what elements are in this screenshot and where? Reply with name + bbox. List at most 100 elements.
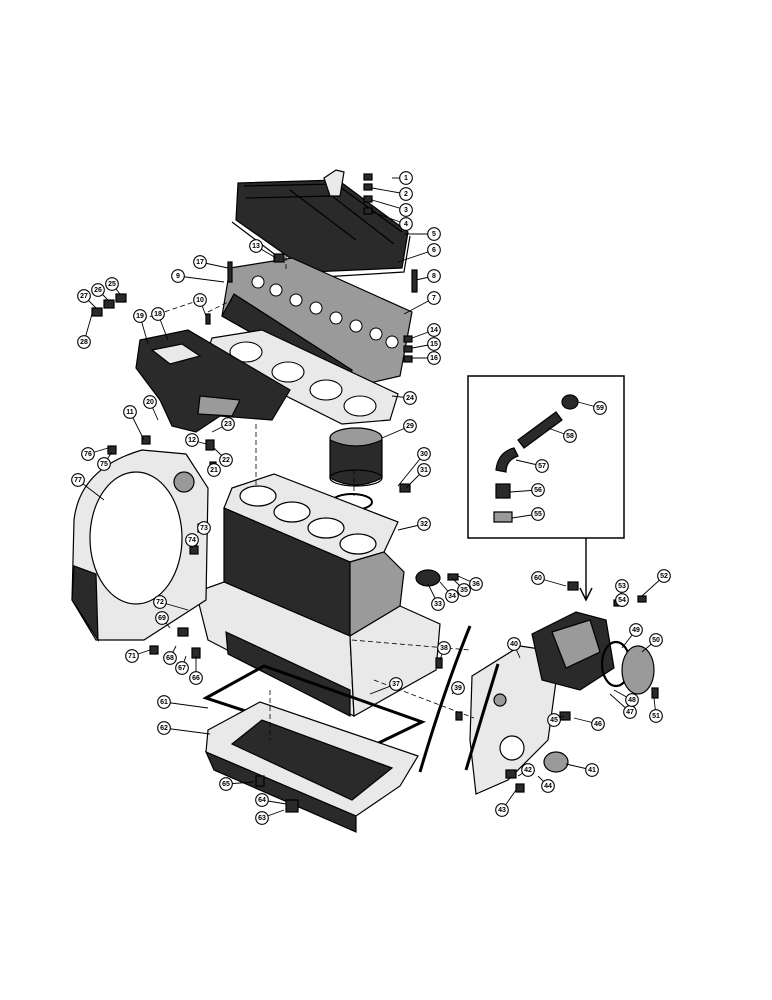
inset-pipe	[517, 411, 563, 449]
callout-number: 34	[448, 593, 456, 600]
callout-number: 3	[404, 207, 408, 214]
callout-73: 73	[197, 521, 211, 535]
callout-number: 66	[192, 675, 200, 682]
callout-number: 59	[596, 405, 604, 412]
callout-1: 1	[392, 171, 413, 185]
callout-number: 13	[252, 243, 260, 250]
callout-number: 42	[524, 767, 532, 774]
callout-number: 67	[178, 665, 186, 672]
callout-circle	[189, 671, 203, 685]
callout-circle	[535, 459, 549, 473]
callout-circle	[649, 709, 663, 723]
water-pump-housing	[531, 611, 615, 691]
callout-circle	[163, 651, 177, 665]
inset-bushing	[493, 511, 513, 523]
callout-leader	[163, 701, 209, 709]
callout-number: 33	[434, 601, 442, 608]
callout-circle	[77, 335, 91, 349]
callout-66: 66	[189, 656, 203, 685]
callout-54: 54	[615, 593, 629, 607]
callout-circle	[133, 309, 147, 323]
callout-65: 65	[219, 777, 255, 791]
callout-number: 68	[166, 655, 174, 662]
callout-circle	[207, 463, 221, 477]
callout-number: 8	[432, 273, 436, 280]
callout-number: 51	[652, 713, 660, 720]
cylinder-block	[195, 473, 441, 718]
callout-circle	[81, 447, 95, 461]
callout-circle	[157, 721, 171, 735]
cylinder-sleeve	[329, 427, 383, 487]
callout-number: 77	[74, 477, 82, 484]
callout-16: 16	[412, 351, 441, 365]
callout-74: 74	[185, 533, 199, 548]
callout-52: 52	[641, 569, 671, 597]
callout-circle	[431, 597, 445, 611]
callout-8: 8	[415, 269, 441, 283]
callout-59: 59	[577, 401, 607, 415]
callout-circle	[427, 337, 441, 351]
callout-number: 27	[80, 293, 88, 300]
callout-75: 75	[97, 451, 113, 471]
callout-29: 29	[381, 419, 417, 439]
callout-number: 69	[158, 615, 166, 622]
callout-24: 24	[391, 391, 417, 405]
callout-leader	[163, 727, 211, 735]
callout-35: 35	[451, 577, 471, 597]
callout-number: 47	[626, 709, 634, 716]
callout-number: 65	[222, 781, 230, 788]
callout-61: 61	[157, 695, 209, 709]
callout-circle	[541, 779, 555, 793]
callout-33: 33	[427, 583, 445, 611]
callout-circle	[219, 453, 233, 467]
inset-pointer-arrow	[579, 538, 593, 602]
callout-number: 50	[652, 637, 660, 644]
callout-number: 11	[126, 409, 134, 416]
callout-9: 9	[171, 269, 225, 283]
callout-32: 32	[397, 517, 431, 531]
callout-50: 50	[641, 633, 663, 653]
callout-57: 57	[515, 459, 549, 473]
callout-circle	[531, 507, 545, 521]
callout-49: 49	[621, 623, 643, 649]
callout-number: 35	[460, 587, 468, 594]
callout-number: 53	[618, 583, 626, 590]
callout-circle	[591, 717, 605, 731]
callout-circle	[399, 171, 413, 185]
gasket-ring-33	[415, 569, 441, 587]
callout-28: 28	[77, 313, 93, 349]
callout-number: 71	[128, 653, 136, 660]
callout-circle	[427, 291, 441, 305]
front-gasket-right	[464, 663, 500, 771]
callout-number: 46	[594, 721, 602, 728]
callout-3: 3	[371, 199, 413, 217]
callout-circle	[185, 533, 199, 547]
callout-number: 43	[498, 807, 506, 814]
callout-circle	[615, 579, 629, 593]
callout-40: 40	[507, 637, 521, 659]
callout-14: 14	[411, 323, 441, 339]
callout-13: 13	[249, 239, 277, 259]
callout-circle	[125, 649, 139, 663]
callout-67: 67	[175, 655, 189, 675]
callout-68: 68	[163, 645, 177, 665]
callout-number: 55	[534, 511, 542, 518]
callout-circle	[255, 811, 269, 825]
valve-cover	[231, 169, 411, 279]
callout-circle	[547, 713, 561, 727]
callout-circle	[185, 433, 199, 447]
callout-77: 77	[71, 473, 105, 501]
callout-number: 10	[196, 297, 204, 304]
callout-48: 48	[613, 689, 639, 707]
callout-number: 37	[392, 681, 400, 688]
callout-number: 20	[146, 399, 154, 406]
callout-number: 25	[108, 281, 116, 288]
callout-number: 36	[472, 581, 480, 588]
callout-circle	[197, 521, 211, 535]
callout-circle	[629, 623, 643, 637]
callout-63: 63	[255, 809, 285, 825]
callout-circle	[193, 255, 207, 269]
callout-64: 64	[255, 793, 287, 807]
callout-71: 71	[125, 649, 151, 663]
